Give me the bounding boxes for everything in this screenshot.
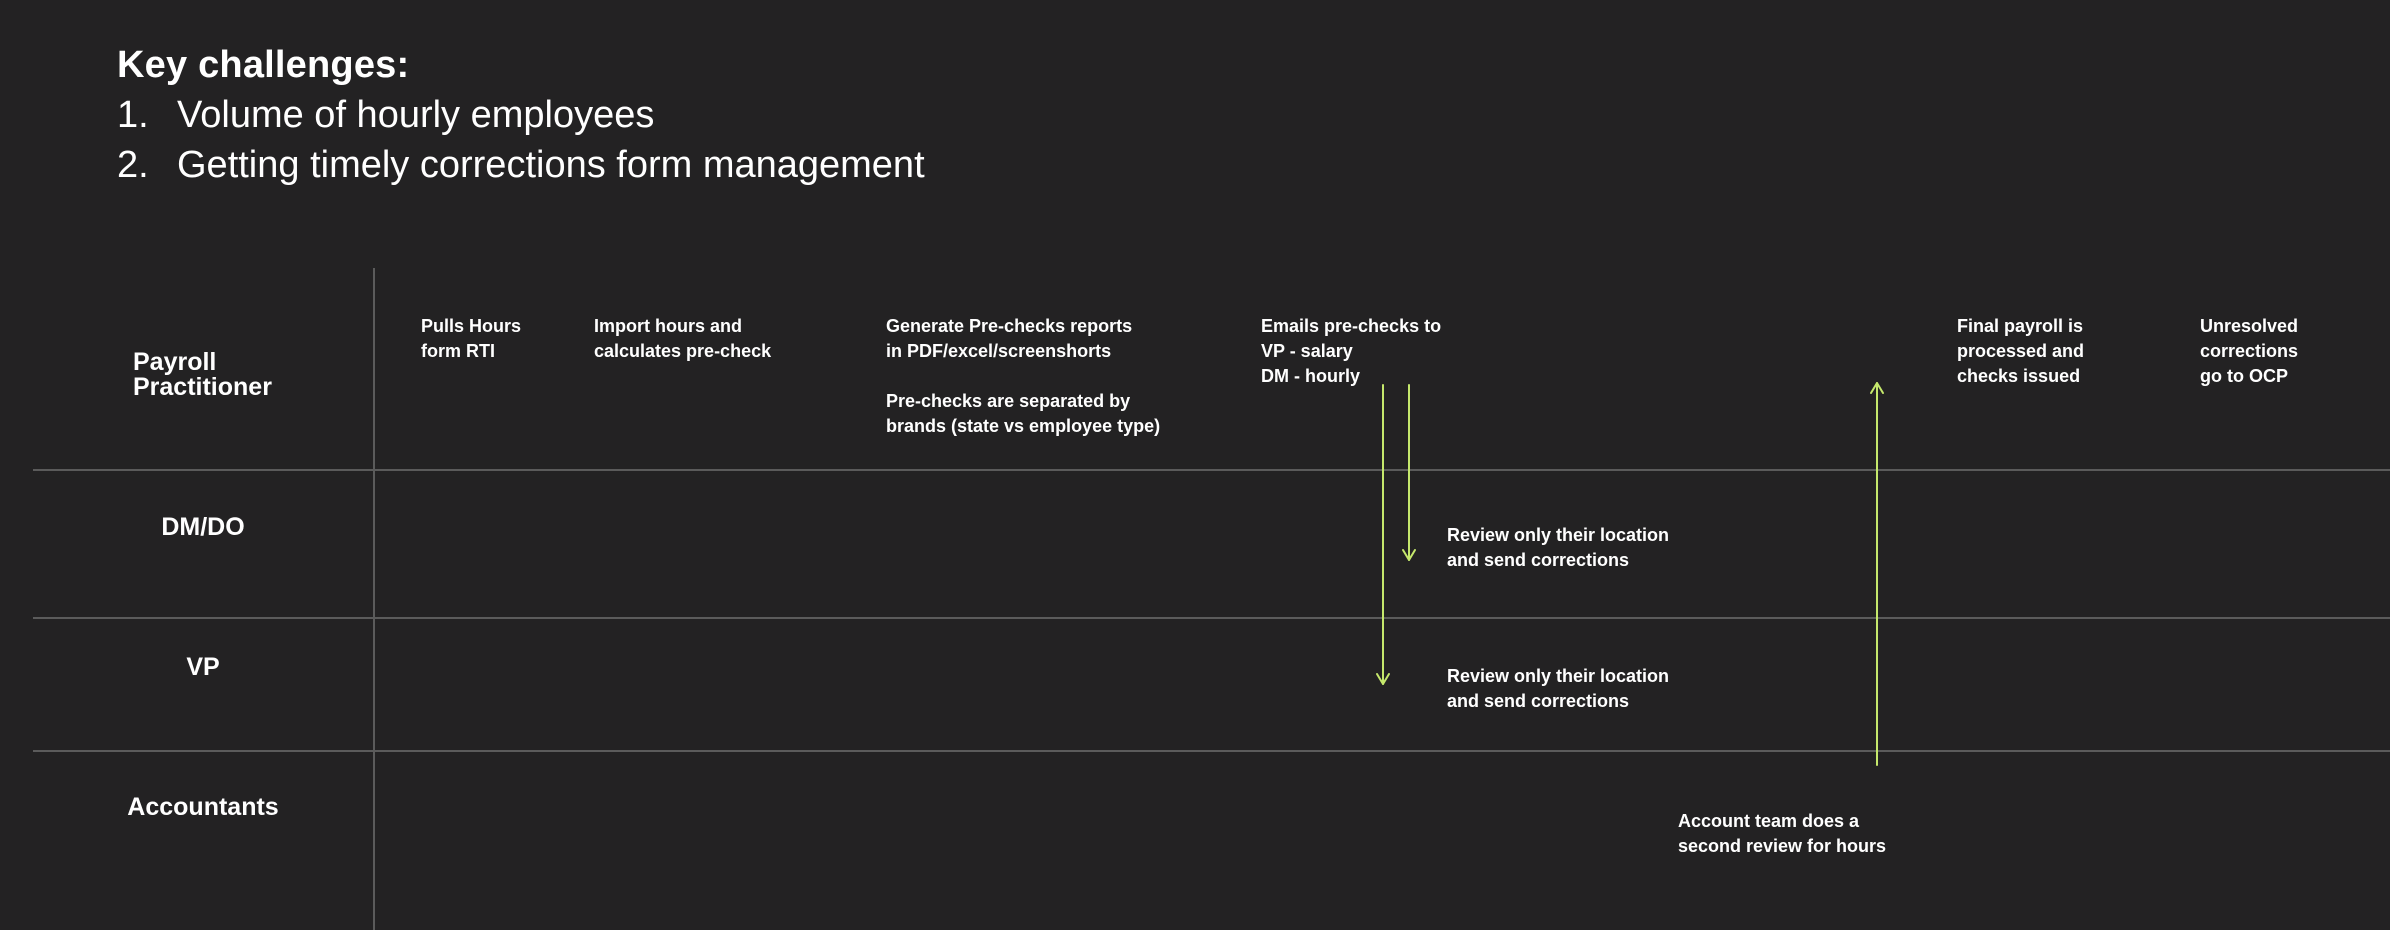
lane-label-vp: VP — [186, 653, 220, 681]
lane-label-divider — [373, 268, 375, 930]
lane-divider-vp-accountants — [33, 750, 2390, 752]
challenges-title: Key challenges: — [117, 44, 410, 86]
lane-label-payroll-practitioner: Payroll Practitioner — [133, 348, 272, 401]
lane-divider-dm-vp — [33, 617, 2390, 619]
challenge-text: Getting timely corrections form manageme… — [177, 144, 925, 186]
challenge-item: 1. Volume of hourly employees — [117, 90, 925, 140]
challenge-text: Volume of hourly employees — [177, 94, 655, 136]
arrow-to-dm — [1402, 384, 1416, 561]
step-final-payroll: Final payroll is processed and checks is… — [1957, 316, 2085, 386]
lane-label-dm-do: DM/DO — [161, 513, 245, 541]
step-emails-prechecks: Emails pre-checks to VP - salary DM - ho… — [1261, 316, 1442, 386]
step-vp-review: Review only their location and send corr… — [1447, 666, 1670, 711]
step-separated-brands: Pre-checks are separated by brands (stat… — [886, 391, 1161, 436]
step-import-hours: Import hours and calculates pre-check — [594, 316, 772, 361]
arrow-to-final-payroll — [1870, 382, 1884, 766]
step-dm-review: Review only their location and send corr… — [1447, 525, 1670, 570]
challenges-list: 1. Volume of hourly employees 2. Getting… — [117, 90, 925, 190]
lane-label-accountants: Accountants — [127, 793, 279, 821]
arrow-to-vp — [1376, 384, 1390, 685]
step-account-review: Account team does a second review for ho… — [1678, 811, 1887, 856]
challenge-number: 2. — [117, 144, 149, 186]
step-pulls-hours: Pulls Hours form RTI — [421, 316, 522, 361]
challenge-number: 1. — [117, 94, 149, 136]
step-unresolved-corrections: Unresolved corrections go to OCP — [2200, 316, 2299, 386]
lane-divider-payroll-dm — [33, 469, 2390, 471]
key-challenges: Key challenges: 1. Volume of hourly empl… — [117, 40, 925, 190]
challenge-item: 2. Getting timely corrections form manag… — [117, 140, 925, 190]
step-generate-reports: Generate Pre-checks reports in PDF/excel… — [886, 316, 1133, 361]
